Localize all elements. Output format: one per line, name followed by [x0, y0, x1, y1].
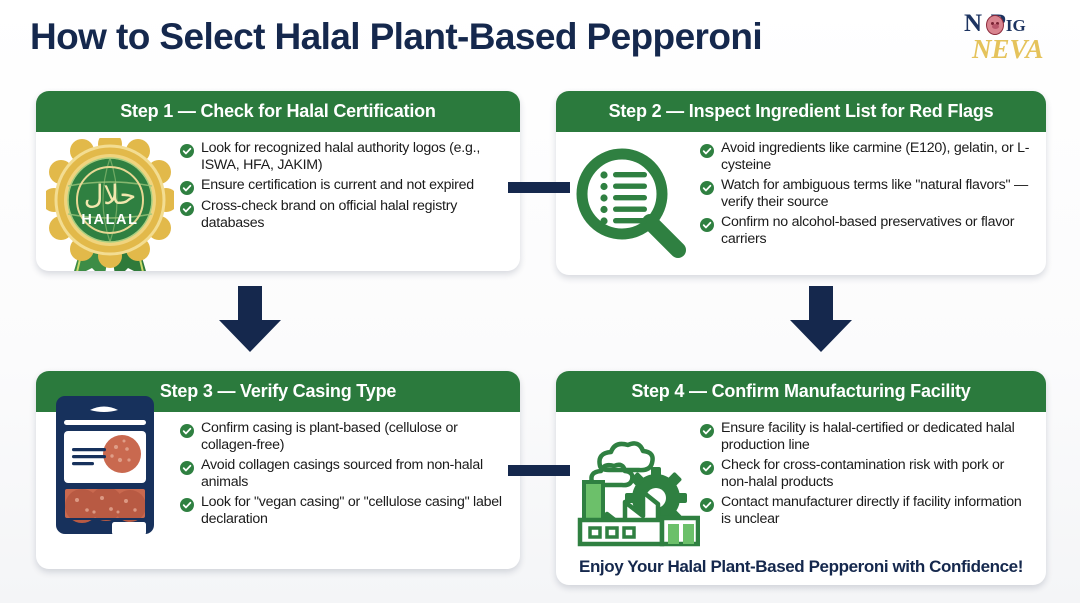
list-item: Ensure certification is current and not … — [180, 177, 508, 195]
list-item-label: Avoid collagen casings sourced from non-… — [201, 457, 483, 490]
list-item-label: Confirm no alcohol-based preservatives o… — [721, 214, 1015, 247]
list-item: Cross-check brand on official halal regi… — [180, 198, 508, 232]
list-item-label: Ensure facility is halal-certified or de… — [721, 420, 1015, 453]
step-card-1: Step 1 — Check for Halal Certification — [36, 91, 520, 271]
step-card-3: Step 3 — Verify Casing Type — [36, 371, 520, 569]
step-4-bullet-list: Ensure facility is halal-certified or de… — [700, 420, 1034, 531]
step-card-2: Step 2 — Inspect Ingredient List for Red… — [556, 91, 1046, 275]
check-circle-icon — [700, 498, 714, 512]
list-item: Ensure facility is halal-certified or de… — [700, 420, 1034, 454]
logo-neva-text: NEVA — [972, 34, 1044, 64]
step-2-body: Avoid ingredients like carmine (E120), g… — [556, 132, 1046, 275]
step-4-body: Ensure facility is halal-certified or de… — [556, 412, 1046, 585]
check-circle-icon — [180, 202, 194, 216]
check-circle-icon — [180, 461, 194, 475]
list-item-label: Watch for ambiguous terms like "natural … — [721, 177, 1028, 210]
magnifying-glass-list-icon — [556, 132, 704, 275]
list-item: Look for "vegan casing" or "cellulose ca… — [180, 494, 508, 528]
step-3-bullet-list: Confirm casing is plant-based (cellulose… — [180, 420, 508, 531]
step-3-body: Confirm casing is plant-based (cellulose… — [36, 396, 520, 569]
list-item-label: Look for "vegan casing" or "cellulose ca… — [201, 494, 502, 527]
list-item: Contact manufacturer directly if facilit… — [700, 494, 1034, 528]
list-item: Check for cross-contamination risk with … — [700, 457, 1034, 491]
connector-step1-to-step3 — [219, 286, 281, 352]
step-2-bullet-list: Avoid ingredients like carmine (E120), g… — [700, 140, 1034, 251]
check-circle-icon — [700, 218, 714, 232]
connector-step3-to-step4 — [508, 465, 570, 476]
list-item-label: Ensure certification is current and not … — [201, 177, 474, 193]
list-item-label: Contact manufacturer directly if facilit… — [721, 494, 1022, 527]
step-1-bullet-list: Look for recognized halal authority logo… — [180, 140, 508, 235]
check-circle-icon — [700, 424, 714, 438]
list-item: Avoid ingredients like carmine (E120), g… — [700, 140, 1034, 174]
check-circle-icon — [700, 144, 714, 158]
list-item: Look for recognized halal authority logo… — [180, 140, 508, 174]
pepperoni-package-icon — [36, 396, 184, 569]
list-item-label: Look for recognized halal authority logo… — [201, 140, 481, 173]
step-4-header: Step 4 — Confirm Manufacturing Facility — [556, 371, 1046, 412]
step-1-body: حلال HALAL Look for recognized halal aut… — [36, 132, 520, 271]
list-item-label: Cross-check brand on official halal regi… — [201, 198, 458, 231]
check-circle-icon — [180, 181, 194, 195]
check-circle-icon — [180, 498, 194, 512]
check-circle-icon — [700, 181, 714, 195]
list-item-label: Avoid ingredients like carmine (E120), g… — [721, 140, 1030, 173]
list-item-label: Confirm casing is plant-based (cellulose… — [201, 420, 458, 453]
step-1-header: Step 1 — Check for Halal Certification — [36, 91, 520, 132]
list-item-label: Check for cross-contamination risk with … — [721, 457, 1005, 490]
check-circle-icon — [180, 144, 194, 158]
logo-letter-n: N — [964, 10, 983, 37]
no-pig-neva-logo: NoPIG NEVA — [958, 10, 1066, 68]
halal-certification-badge-icon: حلال HALAL — [36, 132, 184, 271]
list-item: Watch for ambiguous terms like "natural … — [700, 177, 1034, 211]
list-item: Confirm casing is plant-based (cellulose… — [180, 420, 508, 454]
connector-step2-to-step4 — [790, 286, 852, 352]
step-2-header: Step 2 — Inspect Ingredient List for Red… — [556, 91, 1046, 132]
halal-label-text: HALAL — [81, 212, 138, 228]
check-circle-icon — [180, 424, 194, 438]
closing-tagline: Enjoy Your Halal Plant-Based Pepperoni w… — [579, 557, 1023, 576]
list-item: Avoid collagen casings sourced from non-… — [180, 457, 508, 491]
connector-step1-to-step2 — [508, 182, 570, 193]
logo-letters-ig: IG — [1005, 16, 1026, 35]
factory-gear-icon — [556, 412, 704, 585]
list-item: Confirm no alcohol-based preservatives o… — [700, 214, 1034, 248]
check-circle-icon — [700, 461, 714, 475]
halal-arabic-text: حلال — [84, 180, 136, 211]
page-title: How to Select Halal Plant-Based Pepperon… — [30, 16, 763, 57]
pig-snout-icon — [992, 24, 999, 29]
step-card-4: Step 4 — Confirm Manufacturing Facility — [556, 371, 1046, 585]
